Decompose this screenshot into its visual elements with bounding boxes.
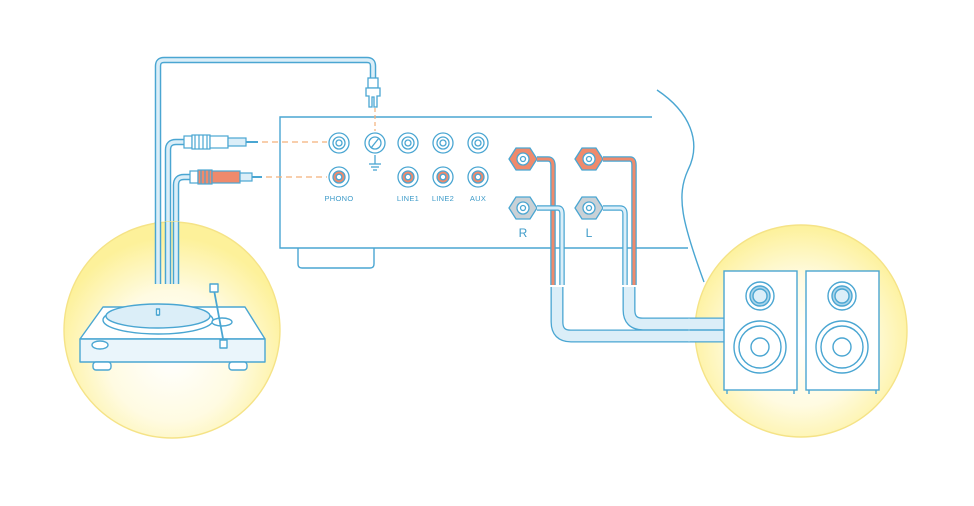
rca-jack-phono-bottom — [328, 166, 350, 188]
speakers-vignette — [688, 224, 908, 438]
rca-jack-line1-top — [397, 132, 419, 154]
speaker-wires — [537, 156, 694, 343]
line1-label: LINE1 — [397, 194, 419, 203]
rca-cable-left — [164, 138, 184, 230]
rca-jack-aux-top — [467, 132, 489, 154]
rca-jack-line1-bottom — [397, 166, 419, 188]
terminal-l-positive — [574, 147, 604, 171]
ground-wire — [154, 56, 377, 230]
amplifier — [279, 89, 705, 283]
line2-label: LINE2 — [432, 194, 454, 203]
turntable-vignette — [63, 221, 281, 439]
phono-label: PHONO — [324, 194, 353, 203]
rca-jack-phono-top — [328, 132, 350, 154]
turntable-cables — [154, 56, 377, 230]
turntable-icon — [79, 283, 266, 371]
rca-plug-red — [189, 169, 262, 185]
rca-dashed-guides — [262, 141, 327, 178]
input-jacks-bottom-row — [328, 166, 489, 188]
speaker-wire-right — [537, 156, 694, 343]
amplifier-foot — [297, 248, 375, 269]
rca-plug-icon — [183, 134, 258, 150]
speaker-wire-left — [603, 156, 694, 331]
speaker-icon-right — [805, 270, 880, 394]
aux-label: AUX — [470, 194, 486, 203]
channel-r-label: R — [519, 226, 528, 240]
amplifier-body — [279, 116, 688, 249]
rca-jack-line2-top — [432, 132, 454, 154]
ground-icon — [369, 155, 381, 171]
rca-cable-right — [172, 173, 190, 230]
terminal-r-positive — [508, 147, 538, 171]
spade-connector-icon — [365, 77, 381, 108]
input-jacks-top-row — [328, 132, 489, 154]
amplifier-cut-line — [656, 89, 705, 283]
channel-l-label: L — [586, 226, 593, 240]
rca-jack-line2-bottom — [432, 166, 454, 188]
speaker-icon — [723, 270, 798, 394]
terminal-r-negative — [508, 196, 538, 220]
ground-terminal — [364, 132, 386, 171]
rca-jack-aux-bottom — [467, 166, 489, 188]
terminal-l-negative — [574, 196, 604, 220]
